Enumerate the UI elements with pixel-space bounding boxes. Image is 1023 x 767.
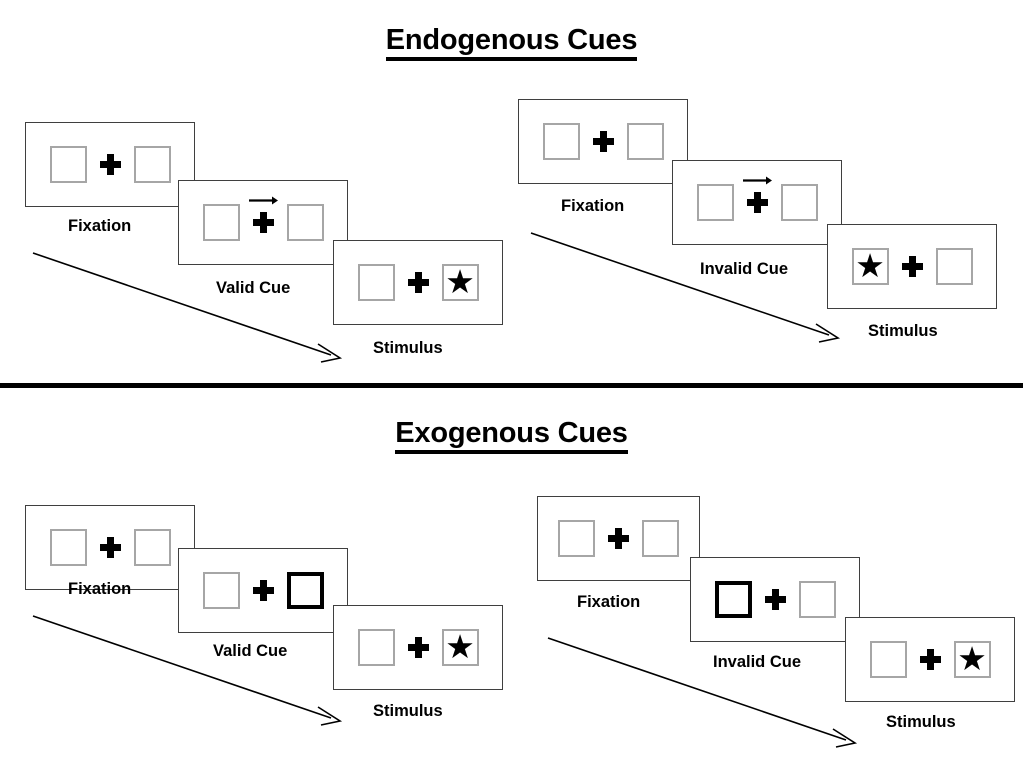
placeholder-box-left (49, 529, 87, 566)
panel-endogenous-invalid-fixation (518, 99, 688, 184)
placeholder-box-right (133, 529, 171, 566)
arrow-right-icon (249, 196, 278, 205)
fixation-cross-icon (407, 637, 429, 658)
placeholder-box-right (286, 204, 324, 241)
placeholder-box-left (49, 146, 87, 183)
fixation-cross-icon (249, 196, 278, 233)
star-icon: ★ (957, 640, 987, 677)
placeholder-box-right-cued (286, 572, 324, 609)
caption-exogenous-invalid-cue: Invalid Cue (713, 653, 802, 671)
placeholder-box-left (357, 264, 395, 301)
placeholder-box-right-target: ★ (441, 263, 479, 301)
placeholder-box-right (798, 581, 836, 618)
placeholder-box-left (202, 204, 240, 241)
fixation-cross-icon (99, 537, 121, 558)
fixation-cross-icon (99, 154, 121, 175)
placeholder-box-left (869, 641, 907, 678)
display-area (542, 123, 664, 160)
caption-exogenous-invalid-fixation: Fixation (577, 593, 641, 611)
flow-arrow-endogenous-invalid (530, 232, 841, 343)
placeholder-box-right-target: ★ (953, 640, 991, 678)
panel-exogenous-valid-stimulus: ★ (333, 605, 503, 690)
panel-exogenous-invalid-stimulus: ★ (845, 617, 1015, 702)
flow-arrow-exogenous-invalid (547, 637, 858, 748)
placeholder-box-left (558, 520, 595, 557)
placeholder-box-left-cued (714, 581, 752, 618)
caption-endogenous-invalid-cue: Invalid Cue (700, 260, 789, 278)
caption-endogenous-valid-stimulus: Stimulus (373, 339, 443, 357)
placeholder-box-right (626, 123, 664, 160)
display-area (49, 529, 171, 566)
fixation-cross-icon (743, 176, 772, 213)
fixation-cross-icon (252, 580, 274, 601)
panel-endogenous-valid-fixation (25, 122, 195, 207)
fixation-cross-icon (407, 272, 429, 293)
placeholder-box-right (780, 184, 818, 221)
caption-exogenous-valid-stimulus: Stimulus (373, 702, 443, 720)
flow-arrow-endogenous-valid (32, 252, 343, 363)
star-icon: ★ (445, 628, 475, 665)
display-area: ★ (851, 247, 973, 285)
section-divider (0, 383, 1023, 388)
caption-endogenous-valid-cue: Valid Cue (216, 279, 291, 297)
placeholder-box-right (935, 248, 973, 285)
arrow-right-icon (743, 176, 772, 185)
display-area: ★ (869, 640, 991, 678)
placeholder-box-right (133, 146, 171, 183)
caption-endogenous-invalid-stimulus: Stimulus (868, 322, 938, 340)
display-area (558, 520, 679, 557)
flow-arrow-exogenous-valid (32, 615, 343, 726)
caption-endogenous-valid-fixation: Fixation (68, 217, 132, 235)
placeholder-box-left (202, 572, 240, 609)
panel-endogenous-valid-cue (178, 180, 348, 265)
placeholder-box-left-target: ★ (851, 247, 889, 285)
caption-exogenous-invalid-stimulus: Stimulus (886, 713, 956, 731)
section-title-exogenous: Exogenous Cues (0, 417, 1023, 454)
display-area (202, 572, 324, 609)
panel-endogenous-invalid-stimulus: ★ (827, 224, 997, 309)
panel-exogenous-invalid-cue (690, 557, 860, 642)
placeholder-box-right-target: ★ (441, 628, 479, 666)
placeholder-box-left (696, 184, 734, 221)
panel-endogenous-valid-stimulus: ★ (333, 240, 503, 325)
panel-exogenous-valid-cue (178, 548, 348, 633)
fixation-cross-icon (608, 528, 629, 549)
display-area (49, 146, 171, 183)
panel-exogenous-valid-fixation (25, 505, 195, 590)
display-area (714, 581, 836, 618)
placeholder-box-left (542, 123, 580, 160)
fixation-cross-icon (592, 131, 614, 152)
fixation-cross-icon (919, 649, 941, 670)
display-area: ★ (357, 263, 479, 301)
display-area (696, 176, 818, 221)
section-title-endogenous-text: Endogenous Cues (385, 24, 637, 61)
fixation-cross-icon (901, 256, 923, 277)
placeholder-box-right (642, 520, 679, 557)
fixation-cross-icon (764, 589, 786, 610)
caption-exogenous-valid-fixation: Fixation (68, 580, 132, 598)
star-icon: ★ (855, 247, 885, 284)
panel-endogenous-invalid-cue (672, 160, 842, 245)
section-title-exogenous-text: Exogenous Cues (395, 417, 628, 454)
panel-exogenous-invalid-fixation (537, 496, 700, 581)
display-area: ★ (357, 628, 479, 666)
placeholder-box-left (357, 629, 395, 666)
caption-exogenous-valid-cue: Valid Cue (213, 642, 288, 660)
star-icon: ★ (445, 263, 475, 300)
section-title-endogenous: Endogenous Cues (0, 24, 1023, 61)
display-area (202, 196, 324, 241)
caption-endogenous-invalid-fixation: Fixation (561, 197, 625, 215)
